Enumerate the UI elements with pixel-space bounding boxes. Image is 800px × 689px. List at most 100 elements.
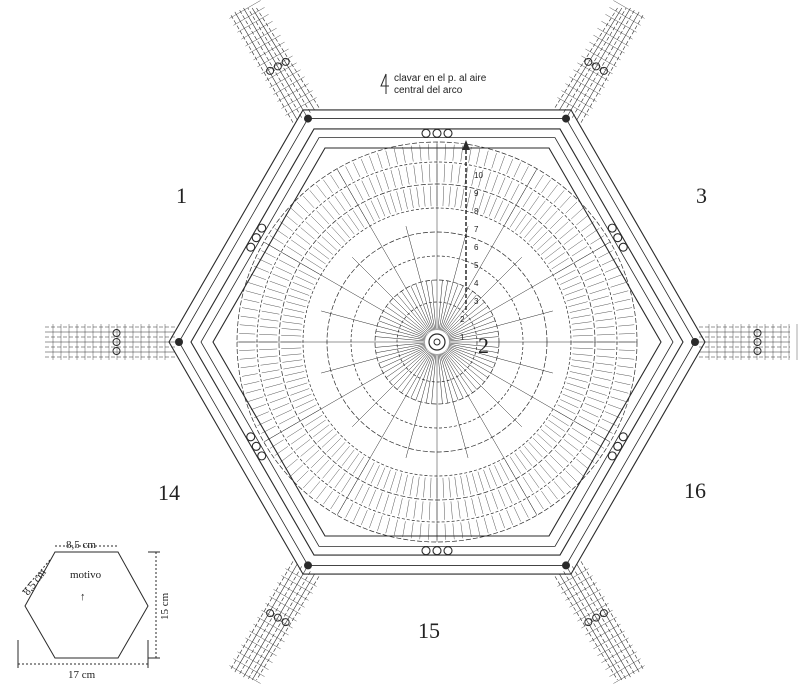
arm-cross-tick — [273, 76, 305, 95]
ring-tick — [576, 214, 589, 226]
ring-tick — [528, 226, 543, 242]
picot-cluster — [266, 66, 275, 75]
ring-tick — [419, 144, 422, 161]
ring-tick — [279, 415, 296, 425]
ring-tick — [322, 205, 335, 220]
ring-tick — [460, 188, 465, 209]
ring-tick — [567, 433, 583, 445]
ring-tick — [403, 189, 408, 210]
ring-tick — [428, 144, 430, 161]
arm-stitch-line — [238, 9, 302, 118]
ring-tick — [483, 469, 491, 489]
ring-tick — [284, 308, 305, 313]
ring-tick — [347, 453, 360, 470]
radial-stitch — [444, 294, 478, 333]
vertex-knot — [691, 338, 699, 346]
radial-stitch — [439, 226, 469, 331]
picot-cluster — [281, 57, 290, 66]
arm-cross-tick — [557, 568, 589, 587]
arm-cross-tick — [233, 658, 265, 677]
ring-tick — [317, 241, 333, 255]
ring-tick — [369, 155, 375, 172]
radial-stitch — [396, 294, 430, 333]
ring-tick — [528, 442, 543, 458]
ring-tick — [520, 166, 529, 181]
ring-tick — [341, 191, 352, 208]
radial-stitch — [437, 353, 443, 404]
ring-tick — [396, 473, 402, 493]
ring-tick — [590, 235, 605, 245]
arm-cross-tick — [285, 568, 317, 587]
ring-tick — [322, 464, 335, 479]
picot-cluster — [584, 618, 593, 627]
ring-tick — [524, 222, 538, 238]
arm-cross-tick — [233, 7, 265, 26]
ring-tick — [429, 477, 432, 498]
edge-picot — [251, 233, 261, 243]
ring-tick — [370, 200, 380, 219]
schematic-left-side-label: 8,5 cm — [21, 567, 49, 598]
ring-tick — [358, 459, 370, 478]
picot-cluster — [112, 347, 121, 355]
radial-stitch — [380, 315, 427, 338]
vertex-knot — [562, 114, 570, 123]
ring-tick — [534, 495, 544, 510]
ring-tick — [510, 184, 520, 201]
ring-tick — [559, 195, 571, 208]
ring-tick — [377, 467, 386, 487]
ring-tick — [522, 191, 533, 208]
ring-tick — [504, 180, 513, 198]
ring-tick — [483, 195, 491, 215]
radial-stitch — [401, 291, 431, 333]
ring-tick — [316, 486, 327, 500]
ring-tick — [571, 359, 592, 363]
motif-number-top-right: 3 — [696, 183, 707, 208]
ring-tick — [572, 353, 593, 356]
arm-stitch-line — [230, 14, 294, 123]
radial-stitch — [445, 256, 523, 334]
ring-tick — [361, 180, 370, 198]
radial-stitch — [443, 291, 473, 333]
ring-tick — [491, 492, 499, 510]
ring-tick — [593, 303, 611, 308]
radial-stitch — [375, 342, 426, 348]
ring-tick — [347, 480, 358, 497]
ring-tick — [498, 489, 506, 507]
ring-tick — [534, 174, 544, 189]
ring-tick — [571, 208, 584, 220]
ring-tick — [448, 186, 451, 207]
arm-cross-tick — [597, 637, 629, 657]
ring-tick — [570, 314, 591, 319]
ring-tick — [240, 365, 257, 369]
ring-tick — [547, 486, 558, 500]
arm-stitch-line — [256, 7, 320, 108]
ring-tick — [389, 193, 397, 213]
row-number-label: 7 — [474, 225, 479, 234]
ring-tick — [310, 454, 325, 469]
ring-tick — [594, 310, 613, 315]
arm-cross-tick — [601, 644, 633, 663]
ring-tick — [402, 146, 406, 163]
ring-tick — [528, 472, 540, 488]
arm-cross-tick — [565, 582, 597, 601]
ring-tick — [239, 357, 256, 360]
arm-cross-tick — [245, 27, 277, 47]
picot-cluster — [273, 613, 282, 622]
ring-tick — [563, 233, 579, 245]
row-number-label: 8 — [474, 207, 479, 216]
ring-tick — [560, 399, 579, 409]
ring-tick — [506, 158, 513, 174]
legend-line-1: clavar en el p. al aire — [394, 73, 487, 84]
arm-stitch-line — [234, 11, 298, 121]
arm-cross-tick — [245, 637, 277, 657]
ring-tick — [310, 215, 325, 230]
ring-tick — [398, 168, 403, 186]
radial-stitch — [441, 285, 464, 332]
ring-tick — [554, 449, 569, 463]
arm-cross-tick — [561, 575, 593, 594]
ring-tick — [292, 393, 312, 402]
ring-tick — [559, 444, 574, 457]
ring-tick — [565, 470, 578, 483]
ring-tick — [341, 218, 355, 235]
ring-tick — [513, 162, 521, 178]
